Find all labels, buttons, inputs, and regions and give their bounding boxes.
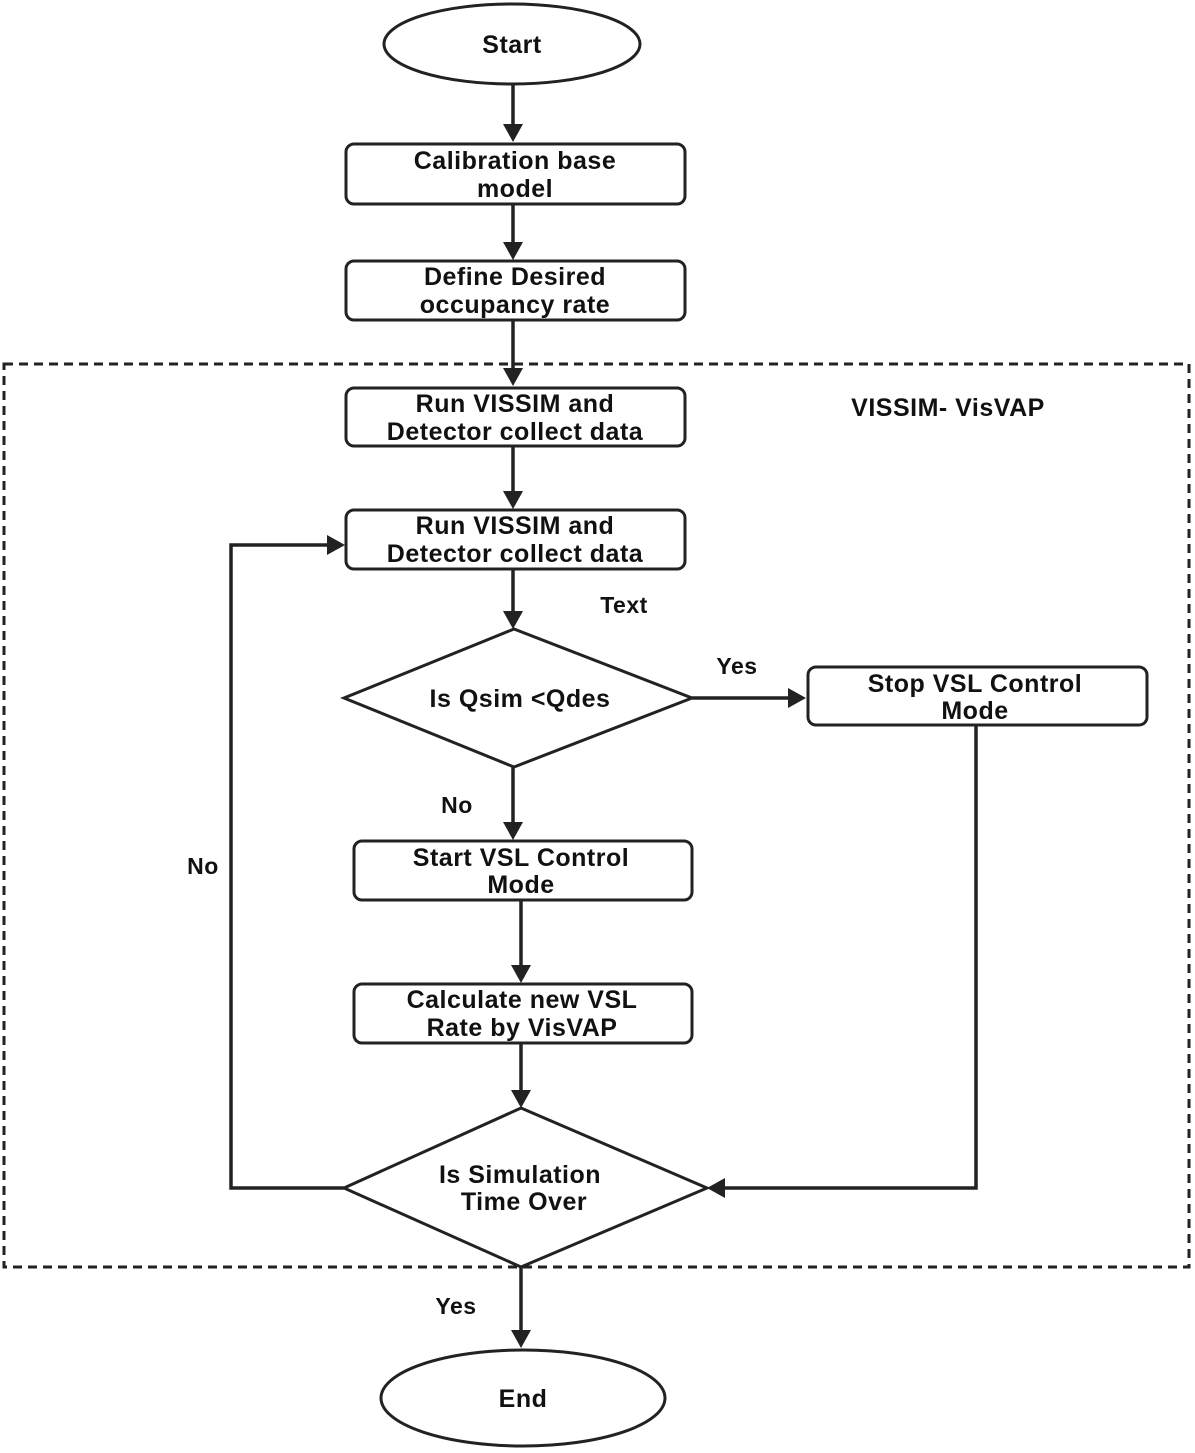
decision-simulation-node: Is Simulation Time Over	[340, 1106, 711, 1269]
arrowhead	[511, 965, 531, 983]
arrowhead	[511, 1090, 531, 1108]
run2-label-line1: Run VISSIM and	[416, 512, 615, 540]
yes-label-decision2: Yes	[435, 1293, 476, 1319]
end-node: End	[379, 1348, 667, 1448]
calibration-label-line2: model	[477, 175, 553, 203]
edge-decision2-no-loop	[229, 543, 344, 1190]
start-vsl-node: Start VSL Control Mode	[352, 839, 694, 902]
arrowhead	[511, 1330, 531, 1348]
startvsl-label-line1: Start VSL Control	[413, 844, 629, 872]
define-label-line1: Define Desired	[424, 263, 606, 291]
start-label: Start	[482, 31, 542, 59]
startvsl-label-line2: Mode	[487, 871, 554, 899]
stopvsl-label-line2: Mode	[941, 697, 1008, 725]
decision2-label-line2: Time Over	[461, 1188, 587, 1216]
text-note: Text	[600, 592, 648, 618]
calibration-label-line1: Calibration base	[414, 147, 617, 175]
arrowhead	[327, 535, 345, 555]
run1-label-line1: Run VISSIM and	[416, 390, 615, 418]
calculate-label-line1: Calculate new VSL	[407, 986, 638, 1014]
define-label-line2: occupancy rate	[420, 291, 610, 319]
stop-vsl-node: Stop VSL Control Mode	[806, 665, 1149, 727]
decision-qsim-node: Is Qsim <Qdes	[340, 627, 697, 769]
calibration-node: Calibration base model	[344, 142, 687, 206]
end-label: End	[499, 1385, 548, 1413]
connectors	[229, 84, 978, 1348]
arrowhead	[503, 124, 523, 142]
no-label-loop: No	[187, 853, 219, 879]
run1-label-line2: Detector collect data	[387, 418, 644, 446]
arrowhead	[707, 1178, 725, 1198]
calculate-label-line2: Rate by VisVAP	[427, 1014, 618, 1042]
arrowhead	[503, 822, 523, 840]
arrowhead	[503, 368, 523, 386]
decision1-label: Is Qsim <Qdes	[430, 685, 611, 713]
arrowhead	[503, 491, 523, 509]
arrowhead	[503, 611, 523, 629]
edge-stopvsl-to-decision2	[725, 725, 978, 1190]
region-label: VISSIM- VisVAP	[851, 394, 1045, 422]
arrowhead	[503, 242, 523, 260]
define-node: Define Desired occupancy rate	[344, 259, 687, 322]
start-node: Start	[382, 2, 642, 86]
stopvsl-label-line1: Stop VSL Control	[868, 670, 1082, 698]
calculate-vsl-node: Calculate new VSL Rate by VisVAP	[352, 982, 694, 1045]
run-vissim-node-2: Run VISSIM and Detector collect data	[344, 508, 687, 571]
yes-label-decision1: Yes	[716, 653, 757, 679]
decision2-label-line1: Is Simulation	[439, 1161, 601, 1189]
vissim-visvap-region	[2, 362, 1191, 1269]
no-label-decision1: No	[441, 792, 473, 818]
run-vissim-node-1: Run VISSIM and Detector collect data	[344, 386, 687, 448]
arrowhead	[788, 688, 806, 708]
run2-label-line2: Detector collect data	[387, 540, 644, 568]
